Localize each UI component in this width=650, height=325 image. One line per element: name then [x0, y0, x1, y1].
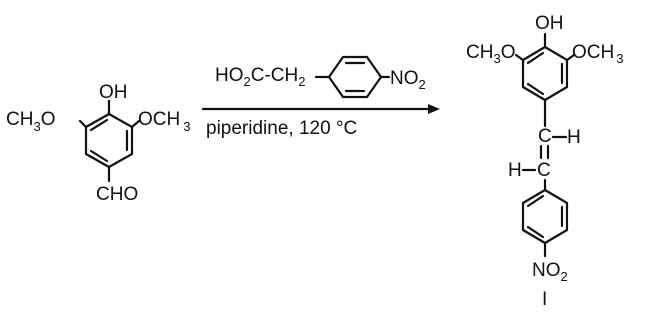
- reactant-right-o-bond: [130, 119, 141, 129]
- product-lower-ring-double-bond: [526, 225, 545, 239]
- reactant-left-o-bond: [78, 119, 88, 129]
- product-left-methoxy-label: CH3O: [466, 42, 515, 66]
- product-lower-ring: [521, 188, 569, 245]
- reaction-arrow-head: [428, 104, 440, 114]
- product-compound-number: I: [542, 289, 547, 310]
- product-upper-ring: [521, 45, 569, 102]
- product-lower-ring-double-bond: [526, 194, 545, 208]
- reactant-ring-double-bond: [89, 118, 109, 132]
- reaction-conditions-label: piperidine, 120 °C: [206, 118, 357, 139]
- product-upper-ring-double-bond: [526, 51, 545, 65]
- product-right-o-bond: [565, 53, 576, 62]
- product-vinyl-upper-h-label: H: [567, 127, 581, 148]
- product-left-o-bond: [514, 53, 525, 62]
- reactant-ring: [84, 112, 134, 169]
- product-vinyl-lower-h-label: H: [508, 160, 522, 181]
- reagent-nitro-label: NO2: [390, 68, 426, 92]
- reagent-acid-label: HO2C-CH2: [215, 65, 305, 89]
- product-vinyl-upper-c-label: C: [538, 126, 552, 147]
- reaction-arrow: [201, 104, 440, 114]
- product-vinyl-lower-c-label: C: [537, 160, 551, 181]
- reactant-oh-label: OH: [99, 82, 128, 103]
- product-oh-label: OH: [535, 13, 564, 34]
- reagent-structure: HO2C-CH2 NO2: [215, 55, 426, 99]
- reactant-left-methoxy-label: CH3O: [6, 109, 55, 134]
- product-nitro-label: NO2: [532, 260, 568, 284]
- product-upper-ring-double-bond: [526, 82, 545, 96]
- reactant-ring-double-bond: [89, 149, 109, 163]
- reactant-aldehyde-label: CHO: [96, 184, 138, 205]
